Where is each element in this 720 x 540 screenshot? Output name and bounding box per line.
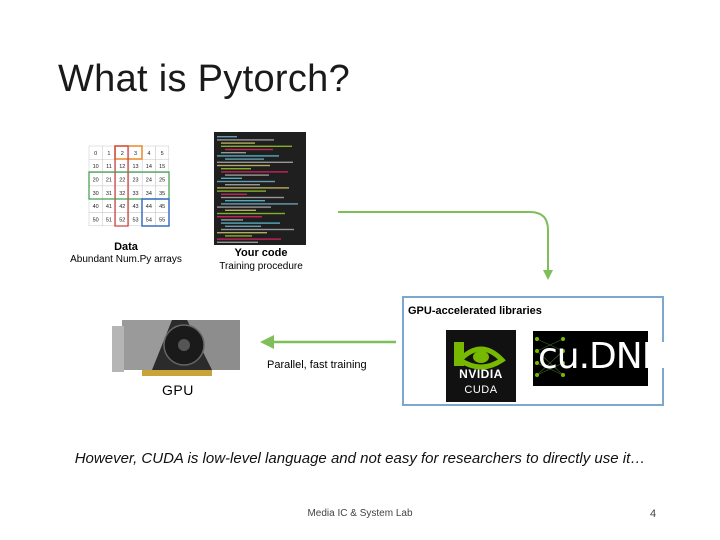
grid-cell-value: 11 xyxy=(106,164,112,170)
code-line xyxy=(221,219,243,221)
grid-cell-value: 24 xyxy=(146,177,152,183)
code-line xyxy=(217,212,285,215)
code-line xyxy=(225,235,252,237)
data-subheading: Abundant Num.Py arrays xyxy=(70,254,182,265)
grid-highlight-blue xyxy=(141,198,170,227)
code-line xyxy=(221,203,298,205)
nvidia-logo xyxy=(446,330,516,402)
footer-lab-name: Media IC & System Lab xyxy=(307,508,413,519)
grid-cell-value: 4 xyxy=(147,151,150,157)
gpu-libraries-box xyxy=(402,296,664,406)
grid-cell-value: 20 xyxy=(93,177,99,183)
grid-cell-value: 55 xyxy=(159,217,165,223)
code-line xyxy=(225,184,260,186)
gpu-card-image xyxy=(112,320,240,376)
grid-cell-value: 0 xyxy=(94,151,97,157)
grid-cell-value: 13 xyxy=(132,164,138,170)
grid-cell-value: 14 xyxy=(146,164,152,170)
arrow-to-libraries xyxy=(338,211,553,280)
code-line xyxy=(217,241,258,243)
grid-cell-value: 22 xyxy=(119,177,125,183)
code-line xyxy=(217,187,289,189)
grid-cell-value: 10 xyxy=(93,164,99,170)
training-label: Parallel, fast training xyxy=(267,359,367,371)
grid-cell-value: 23 xyxy=(132,177,138,183)
grid-cell-value: 50 xyxy=(93,217,99,223)
code-line xyxy=(225,225,261,227)
code-screenshot-image xyxy=(214,132,306,245)
code-line xyxy=(221,222,280,224)
code-caption: Your code Training procedure xyxy=(200,247,322,272)
grid-cell-value: 33 xyxy=(132,191,138,197)
code-line xyxy=(217,139,274,141)
cudnn-logo xyxy=(533,331,648,386)
code-line xyxy=(221,228,294,231)
grid-cell-value: 30 xyxy=(93,191,99,197)
code-line xyxy=(225,209,256,211)
page-number: 4 xyxy=(650,508,657,520)
cuda-logo-text: CUDA xyxy=(464,384,498,396)
grid-cell-value: 2 xyxy=(121,151,124,157)
grid-highlight-red xyxy=(114,145,129,227)
code-line xyxy=(217,155,279,157)
code-line xyxy=(225,158,264,160)
arrow-to-gpu xyxy=(260,335,396,349)
data-caption: Data Abundant Num.Py arrays xyxy=(60,241,192,265)
grid-cell-value: 12 xyxy=(119,164,125,170)
grid-cell-value: 44 xyxy=(146,204,152,210)
grid-cell-value: 1 xyxy=(107,151,110,157)
code-line xyxy=(221,171,288,173)
grid-cell-value: 54 xyxy=(146,217,152,223)
nvidia-logo-text: NVIDIA xyxy=(459,367,503,381)
grid-cell-value: 42 xyxy=(119,204,125,210)
code-line xyxy=(217,216,262,218)
gpu-label: GPU xyxy=(162,382,194,398)
grid-cell-value: 53 xyxy=(132,217,138,223)
code-line xyxy=(217,136,237,138)
data-heading: Data xyxy=(114,241,138,253)
slide-caption: However, CUDA is low-level language and … xyxy=(74,450,646,467)
code-line xyxy=(225,148,273,151)
grid-cell-value: 34 xyxy=(146,191,152,197)
code-line xyxy=(221,142,255,144)
grid-highlight-green xyxy=(88,171,170,200)
code-line xyxy=(217,238,281,240)
code-line xyxy=(217,232,267,234)
code-line xyxy=(221,152,246,154)
code-line xyxy=(221,196,284,199)
grid-cell-value: 5 xyxy=(161,151,164,157)
code-line xyxy=(221,193,247,195)
code-line xyxy=(225,174,269,176)
code-subheading: Training procedure xyxy=(219,261,303,272)
code-line xyxy=(225,200,265,202)
code-line xyxy=(217,180,275,183)
code-line xyxy=(217,161,293,163)
cudnn-logo-text: cu.DNN xyxy=(538,336,669,377)
grid-cell-value: 21 xyxy=(106,177,112,183)
grid-cell-value: 25 xyxy=(159,177,165,183)
grid-cell-value: 15 xyxy=(159,164,165,170)
code-line xyxy=(221,177,242,179)
code-line xyxy=(217,206,271,208)
grid-cell-value: 45 xyxy=(159,204,165,210)
code-line xyxy=(217,190,266,192)
grid-cell-value: 41 xyxy=(106,204,112,210)
code-heading: Your code xyxy=(234,247,288,259)
code-line xyxy=(217,164,270,167)
grid-cell-value: 40 xyxy=(93,204,99,210)
grid-cell-value: 31 xyxy=(106,191,112,197)
code-line xyxy=(221,145,292,147)
grid-cell-value: 52 xyxy=(119,217,125,223)
grid-cell-value: 51 xyxy=(106,217,112,223)
grid-cell-value: 32 xyxy=(119,191,125,197)
grid-cell-value: 43 xyxy=(132,204,138,210)
grid-cell-value: 35 xyxy=(159,191,165,197)
libraries-title: GPU-accelerated libraries xyxy=(408,305,542,317)
slide-title: What is Pytorch? xyxy=(58,58,351,100)
grid-cell-value: 3 xyxy=(134,151,137,157)
code-line xyxy=(221,168,251,170)
